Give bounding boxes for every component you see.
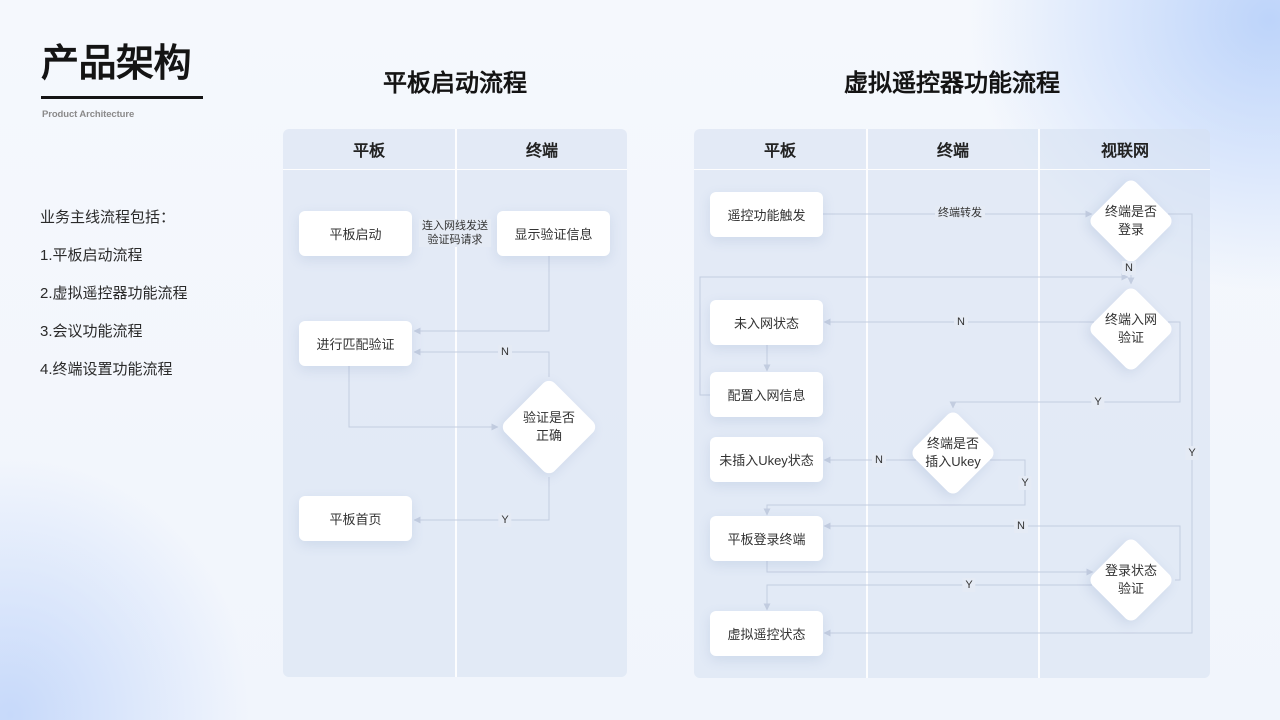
- node-tablet-login: 平板登录终端: [710, 516, 823, 561]
- intro-item-1: 1.平板启动流程: [40, 247, 143, 264]
- node-not-networked: 未入网状态: [710, 300, 823, 345]
- tablet-boot-flow-title: 平板启动流程: [383, 70, 527, 97]
- lane-header-terminal: 终端: [457, 129, 627, 170]
- node-match-verify: 进行匹配验证: [299, 321, 412, 366]
- node-tablet-start: 平板启动: [299, 211, 412, 256]
- node-virtual-remote: 虚拟遥控状态: [710, 611, 823, 656]
- node-remote-trigger: 遥控功能触发: [710, 192, 823, 237]
- decision-verify-correct: 验证是否 正确: [499, 377, 599, 477]
- edge-label-connect-request: 连入网线发送 验证码请求: [419, 219, 491, 247]
- edge-label-network-verify-yes: Y: [1091, 395, 1105, 409]
- decision-label: 终端是否 插入Ukey: [925, 436, 981, 469]
- decision-label: 验证是否 正确: [522, 410, 575, 443]
- lane-header-tablet: 平板: [694, 129, 866, 170]
- decision-terminal-network-verify: 终端入网 验证: [1087, 285, 1175, 373]
- edge-label-terminal-forward: 终端转发: [935, 206, 985, 220]
- lane-header-video-network: 视联网: [1040, 129, 1210, 170]
- node-no-ukey: 未插入Ukey状态: [710, 437, 823, 482]
- intro-item-2: 2.虚拟遥控器功能流程: [40, 285, 188, 302]
- virtual-remote-flow-title: 虚拟遥控器功能流程: [844, 70, 1060, 97]
- intro-list: 业务主线流程包括： 1.平板启动流程 2.虚拟遥控器功能流程 3.会议功能流程 …: [40, 199, 188, 389]
- title-underline: [41, 96, 203, 99]
- decision-label: 登录状态 验证: [1104, 563, 1157, 596]
- edge-label-login-verify-no: N: [1014, 519, 1028, 533]
- page-title: 产品架构: [41, 43, 192, 85]
- page-subtitle: Product Architecture: [42, 109, 135, 120]
- lane-tablet: 平板: [283, 129, 455, 677]
- edge-label-network-verify-no: N: [954, 315, 968, 329]
- edge-label-ukey-yes: Y: [1018, 476, 1032, 490]
- decision-label: 终端是否 登录: [1104, 204, 1157, 237]
- lane-header-terminal: 终端: [868, 129, 1038, 170]
- edge-label-login-verify-yes: Y: [962, 578, 976, 592]
- lane-tablet: 平板: [694, 129, 866, 678]
- edge-label-logged-in-yes: Y: [1185, 446, 1199, 460]
- edge-label-logged-in-no: N: [1122, 261, 1136, 275]
- edge-label-verify-no: N: [498, 345, 512, 359]
- edge-label-ukey-no: N: [872, 453, 886, 467]
- intro-item-4: 4.终端设置功能流程: [40, 361, 173, 378]
- decision-login-verify: 登录状态 验证: [1087, 536, 1175, 624]
- edge-label-verify-yes: Y: [498, 513, 512, 527]
- lane-header-tablet: 平板: [283, 129, 455, 170]
- node-configure-network: 配置入网信息: [710, 372, 823, 417]
- intro-heading: 业务主线流程包括：: [40, 209, 176, 226]
- intro-item-3: 3.会议功能流程: [40, 323, 143, 340]
- decision-label: 终端入网 验证: [1104, 312, 1157, 345]
- node-tablet-home: 平板首页: [299, 496, 412, 541]
- decision-terminal-logged-in: 终端是否 登录: [1087, 177, 1175, 265]
- decision-ukey-inserted: 终端是否 插入Ukey: [909, 409, 997, 497]
- node-show-verify-info: 显示验证信息: [497, 211, 610, 256]
